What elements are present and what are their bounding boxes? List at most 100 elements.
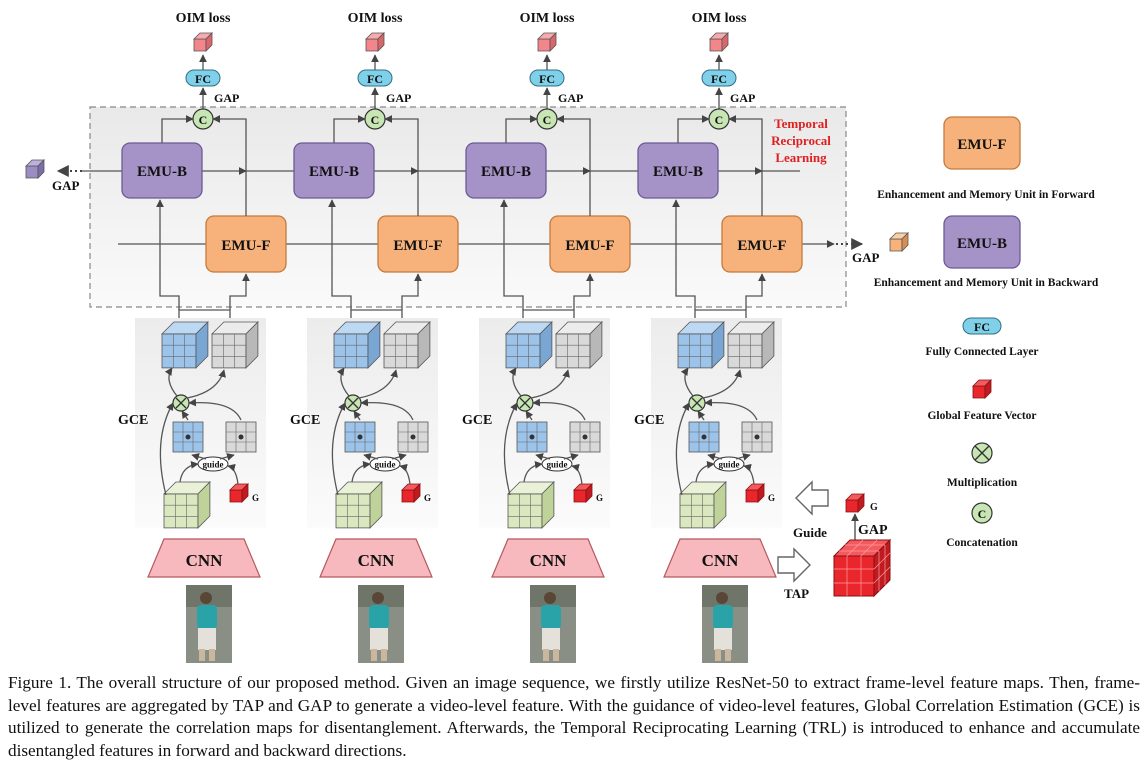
emu-b-label: EMU-B — [653, 164, 703, 180]
oim-output-cube — [709, 32, 729, 52]
feature-split-bracket — [350, 309, 403, 318]
correlation-map-gray — [225, 421, 257, 453]
guide-to-blue-corr-arrow — [707, 453, 723, 461]
emu-f-label: EMU-F — [737, 238, 786, 254]
global-feature-group: G GAP Guide TAP — [777, 480, 892, 601]
correlation-map-blue — [172, 421, 204, 453]
global-feature-vector-cube — [401, 483, 421, 503]
forward-output-cube — [889, 232, 909, 252]
multiply-icon — [344, 394, 362, 412]
disentangled-feature-cube-gray — [383, 321, 431, 369]
multiply-icon — [688, 394, 706, 412]
mult-to-blue-cube-arrow — [164, 367, 178, 397]
emu-b-label: EMU-B — [309, 164, 359, 180]
g-to-guide-arrow — [571, 463, 583, 485]
cnn-label: CNN — [530, 551, 568, 570]
cnn-label: CNN — [702, 551, 740, 570]
gap-label: GAP — [386, 91, 411, 105]
correlation-map-blue — [688, 421, 720, 453]
guide-label: guide — [546, 460, 567, 470]
feature-split-bracket — [694, 309, 747, 318]
gce-label: GCE — [634, 413, 664, 428]
emu-f-label: EMU-F — [221, 238, 270, 254]
concat-symbol: C — [543, 113, 552, 127]
guide-label: guide — [374, 460, 395, 470]
input-to-emu-f-arrow — [573, 273, 594, 310]
feature-to-guide-arrow — [695, 461, 715, 483]
legend-concat-symbol: C — [978, 507, 987, 521]
fc-layer-box — [529, 69, 565, 87]
oim-loss-label: OIM loss — [176, 11, 231, 26]
legend-fc-desc: Fully Connected Layer — [925, 346, 1038, 358]
trl-region — [89, 106, 847, 308]
cnn-backbone — [319, 538, 433, 578]
fc-layer-box — [185, 69, 221, 87]
legend-emu-f-label: EMU-F — [957, 137, 1006, 153]
legend-emu-b-label: EMU-B — [957, 236, 1007, 252]
video-level-feature-cube — [832, 538, 892, 598]
concat-symbol: C — [199, 113, 208, 127]
feature-to-guide-arrow — [179, 461, 199, 483]
emu-f-label: EMU-F — [393, 238, 442, 254]
input-to-emu-b-arrow — [500, 199, 524, 310]
emu-b-label: EMU-B — [137, 164, 187, 180]
legend-emu-f-desc: Enhancement and Memory Unit in Forward — [877, 189, 1095, 201]
cnn-backbone — [147, 538, 261, 578]
legend-emu-b-box — [943, 215, 1021, 269]
guide-text-label: Guide — [793, 525, 827, 540]
concat-symbol: C — [715, 113, 724, 127]
g-to-guide-arrow — [743, 463, 755, 485]
input-to-emu-b-arrow — [156, 199, 180, 310]
figure-caption: Figure 1. The overall structure of our p… — [8, 673, 1140, 760]
concat-symbol: C — [371, 113, 380, 127]
guide-to-gray-corr-arrow — [563, 453, 579, 461]
trl-label-line1: Temporal — [774, 116, 828, 131]
g-to-guide-arrow — [399, 463, 411, 485]
mult-to-gray-cube-arrow — [358, 369, 398, 399]
emu-f-to-concat-arrow — [384, 115, 419, 216]
frame-feature-cube — [507, 481, 555, 529]
mult-to-gray-cube-arrow — [530, 369, 570, 399]
gap-label: GAP — [730, 91, 755, 105]
pedestrian-frame-image — [186, 585, 232, 663]
input-to-emu-b-arrow — [328, 199, 352, 310]
gap-label: GAP — [558, 91, 583, 105]
gce-label: GCE — [462, 413, 492, 428]
disentangled-feature-cube-gray — [211, 321, 259, 369]
mult-to-blue-cube-arrow — [680, 367, 694, 397]
guide-arrow — [795, 480, 829, 516]
disentangled-feature-cube-gray — [727, 321, 775, 369]
multiply-icon — [172, 394, 190, 412]
legend: EMU-F Enhancement and Memory Unit in For… — [874, 116, 1099, 549]
global-feature-vector-cube — [573, 483, 593, 503]
feature-to-guide-arrow — [351, 461, 371, 483]
correlation-map-blue — [516, 421, 548, 453]
cnn-label: CNN — [186, 551, 224, 570]
multiply-icon — [516, 394, 534, 412]
oim-output-cube — [537, 32, 557, 52]
emu-b-to-concat-arrow — [677, 115, 710, 143]
global-g-label: G — [870, 502, 878, 513]
correlation-map-gray — [741, 421, 773, 453]
gray-corr-to-mult-arrow — [360, 398, 414, 421]
guide-label: guide — [718, 460, 739, 470]
cnn-backbone — [663, 538, 777, 578]
feature-to-mult-arrow — [503, 402, 518, 496]
emu-b-to-concat-arrow — [505, 115, 538, 143]
tap-arrow — [777, 547, 811, 583]
oim-output-cube — [365, 32, 385, 52]
gray-corr-to-mult-arrow — [532, 398, 586, 421]
emu-b-to-concat-arrow — [161, 115, 194, 143]
fc-layer-box — [701, 69, 737, 87]
emu-b-label: EMU-B — [481, 164, 531, 180]
architecture-diagram: GAP GAP Temporal Reciprocal Learning OIM… — [25, 11, 1099, 663]
corr-to-mult-arrow — [697, 410, 706, 421]
gap-label: GAP — [214, 91, 239, 105]
pedestrian-frame-image — [358, 585, 404, 663]
corr-to-mult-arrow — [525, 410, 534, 421]
guide-to-gray-corr-arrow — [219, 453, 235, 461]
global-feature-vector-cube — [229, 483, 249, 503]
